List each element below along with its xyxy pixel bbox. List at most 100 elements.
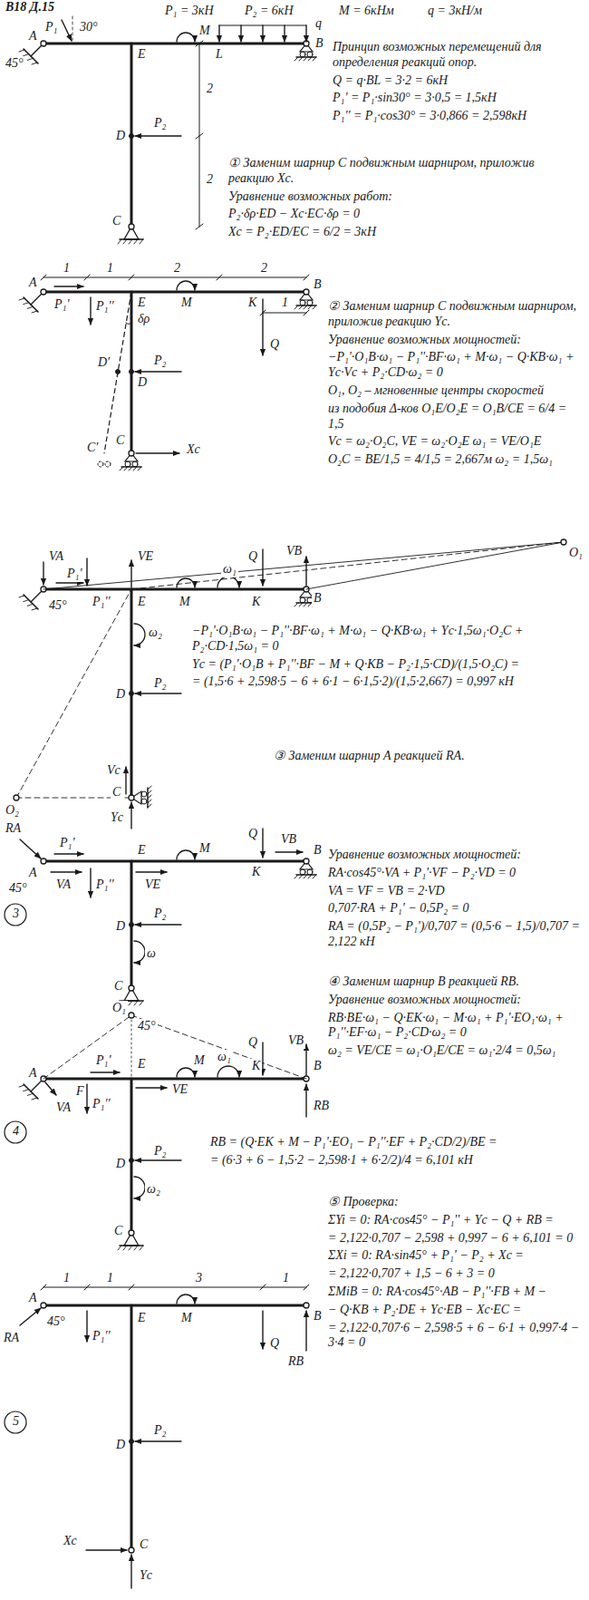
figure-label: P₂ <box>152 1143 168 1159</box>
hatch <box>303 602 308 607</box>
figure-label: 2 <box>172 260 183 277</box>
figure-label: 3 <box>10 906 21 922</box>
dimension-tick <box>303 309 309 316</box>
figure-label: M = 6кНм <box>337 3 396 20</box>
hatch <box>128 1245 133 1250</box>
roller <box>307 299 313 306</box>
figure-label: D <box>114 1437 127 1453</box>
force-arrow <box>135 692 182 694</box>
figure-label: K <box>250 864 262 880</box>
roller <box>299 597 306 603</box>
roller <box>141 798 147 804</box>
dimension-tick <box>84 1284 90 1290</box>
equation-text: −P₁'·O₁B·ω₁ − P₁''·BF·ω₁ + M·ω₁ − Q·KB·ω… <box>190 623 584 655</box>
equation-text: ΣMiB = 0: RA·cos45°·AB − P₁''·FB + M − <box>326 1284 549 1300</box>
figure-label: E <box>135 295 148 311</box>
force-arrow <box>135 135 182 136</box>
equation-text: Уравнение возможных мощностей: <box>326 332 523 348</box>
figure-label: C <box>110 213 123 230</box>
hatch <box>27 306 33 309</box>
figure-label: VB <box>284 543 304 560</box>
figure-label: RB <box>286 1353 306 1370</box>
column <box>130 860 134 988</box>
figure-label: P₁' <box>65 566 84 582</box>
force-arrow <box>240 25 242 42</box>
figure-label: A <box>27 275 39 291</box>
figure-label: δρ <box>135 311 152 328</box>
hatch <box>128 466 133 471</box>
figure-label: P₁' <box>52 297 71 313</box>
force-arrow <box>283 25 285 42</box>
figure-label: ω₁ <box>221 561 239 578</box>
equation-text: Принцип возможных перемещений для опреде… <box>330 39 587 71</box>
figure-label: P₁'' <box>90 1328 112 1344</box>
figure-label: RA <box>1 1330 21 1346</box>
figure-label: Yc <box>137 1567 155 1584</box>
figure-label: E <box>135 47 148 63</box>
figure-label: K <box>246 295 259 311</box>
dimension-tick <box>84 274 90 281</box>
hinge <box>40 1302 47 1308</box>
figure-label: C <box>110 784 123 801</box>
force-arrow <box>305 25 307 42</box>
hatch <box>31 1097 38 1100</box>
center-line <box>43 1014 132 1079</box>
hatch <box>303 874 308 879</box>
equation-text: ③ Заменим шарнир A реакцией RA. <box>271 748 467 764</box>
hatch <box>294 57 299 61</box>
ground <box>23 297 39 312</box>
equation-text: Q = q·BL = 3·2 = 6кН <box>330 73 450 89</box>
hatch <box>147 794 152 799</box>
dimension-tick <box>195 40 203 47</box>
equation-text: − Q·KB + P₂·DE + Yc·EB − Xc·EC = <box>326 1302 523 1318</box>
column <box>130 1304 134 1550</box>
dimension-tick <box>40 1284 47 1290</box>
figure-label: 2 <box>204 81 215 97</box>
figure-label: M <box>197 840 213 857</box>
figure-label: P₂ <box>152 1422 168 1439</box>
dimension-tick <box>216 274 223 281</box>
step-ring <box>4 1120 27 1143</box>
equation-text: = 2,122·0,707·6 − 2,598·5 + 6 − 6·1 + 0,… <box>326 1320 586 1352</box>
equation-text: VA = VF = VB = 2·VD <box>326 883 447 899</box>
roller <box>299 299 306 306</box>
figure-label: Q <box>268 337 281 353</box>
figure-label: VE <box>143 877 163 893</box>
force-arrow <box>135 923 182 925</box>
point <box>129 922 135 927</box>
hatch <box>124 466 128 471</box>
hatch <box>147 803 152 808</box>
figure-label: ω₁ <box>215 1049 233 1065</box>
hatch <box>147 799 152 803</box>
figure-label: B <box>311 1308 324 1324</box>
hinge <box>40 40 47 47</box>
figure-label: P₂ <box>152 906 168 922</box>
equation-text: O₁, O₂ – мгновенные центры скоростей <box>326 383 546 399</box>
figure-label: P₁' <box>57 835 77 851</box>
hinge <box>303 1302 309 1308</box>
figure-label: 2 <box>259 260 270 277</box>
hatch <box>19 49 25 52</box>
force-arrow <box>261 1310 263 1349</box>
column <box>130 291 134 454</box>
hatch <box>299 305 303 309</box>
point <box>129 1438 135 1444</box>
hatch <box>23 1089 29 1092</box>
figure-label: B <box>311 842 324 859</box>
center-line <box>16 589 132 798</box>
force-arrow <box>130 801 132 829</box>
figure-label: VB <box>286 1033 306 1049</box>
equation-text: ④ Заменим шарнир B реакцией RB. <box>326 974 522 990</box>
figure-label: D <box>114 128 127 145</box>
hatch <box>299 874 303 879</box>
rotation-arrow <box>134 1176 145 1198</box>
figure-label: E <box>135 1056 148 1072</box>
hatch <box>117 239 122 244</box>
force-arrow <box>261 1042 263 1075</box>
dimension-tick <box>303 274 309 281</box>
figure-label: O₂ <box>3 802 21 819</box>
hatch <box>299 602 303 607</box>
force-arrow <box>305 1043 307 1075</box>
force-arrow <box>19 839 41 859</box>
hatch <box>27 1092 33 1095</box>
